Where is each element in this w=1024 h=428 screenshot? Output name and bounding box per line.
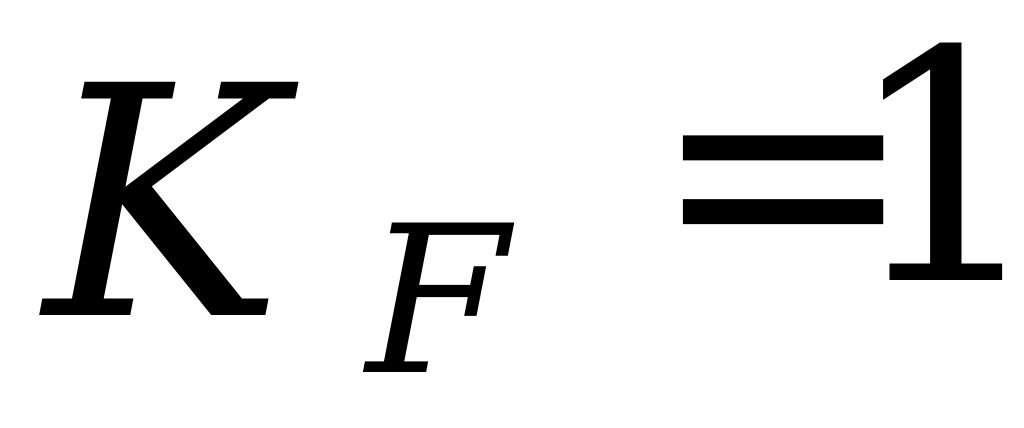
formula-variable: K [44,19,284,391]
formula-equals-sign: = [649,0,918,356]
math-formula: K F = 1 [44,0,1024,421]
formula-subscript: F [366,183,509,421]
formula-value: 1 [844,0,1024,356]
